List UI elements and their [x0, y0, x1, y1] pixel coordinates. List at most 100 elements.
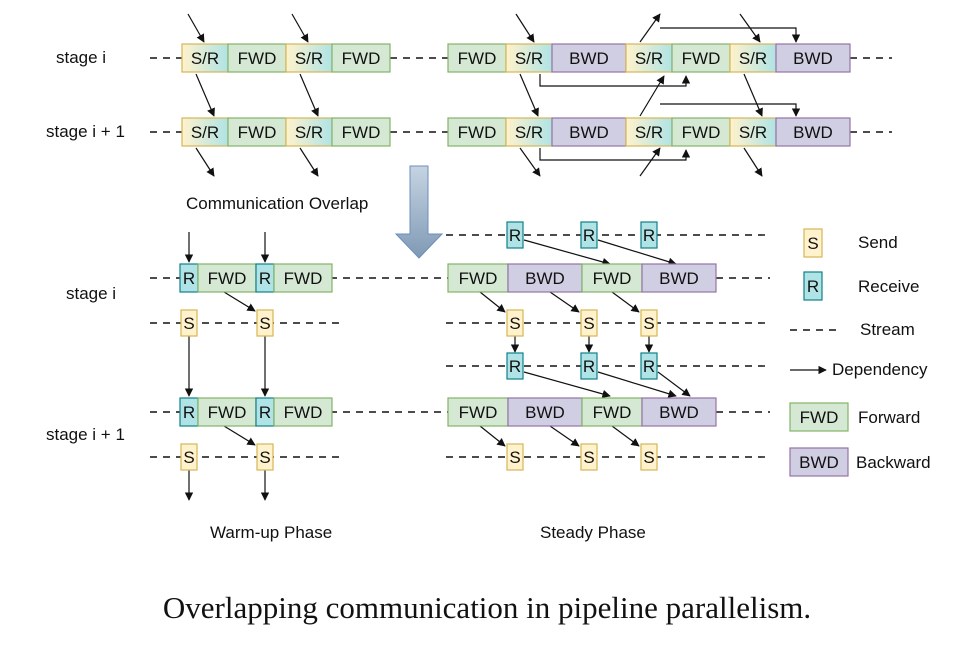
legend-send-label: Send — [858, 233, 898, 252]
dependency-arrow — [523, 371, 611, 399]
svg-text:FWD: FWD — [682, 49, 721, 68]
steady-phase-label: Steady Phase — [540, 523, 646, 542]
send-block: S — [580, 443, 598, 471]
sr-block: S/R — [285, 117, 333, 147]
fwd-block: FWD — [447, 43, 507, 73]
svg-text:BWD: BWD — [793, 123, 833, 142]
legend: S R FWD BWD — [789, 228, 849, 477]
bwd-block: BWD — [551, 117, 627, 147]
svg-text:R: R — [509, 226, 521, 245]
dependency-arrow — [597, 239, 677, 266]
dependency-arrow — [660, 103, 801, 117]
legend-dependency-label: Dependency — [832, 360, 928, 379]
svg-text:S: S — [583, 448, 594, 467]
send-block: S — [256, 443, 274, 471]
receive-block: R — [506, 352, 524, 380]
receive-block: R — [179, 397, 199, 427]
sr-block: S/R — [181, 43, 229, 73]
svg-text:S/R: S/R — [635, 49, 663, 68]
svg-text:S/R: S/R — [739, 49, 767, 68]
fwd-block: FWD — [197, 263, 257, 293]
sr-block: S/R — [285, 43, 333, 73]
dependency-arrow — [639, 147, 661, 177]
svg-text:BWD: BWD — [569, 123, 609, 142]
dependency-arrow — [611, 291, 640, 313]
fwd-block: FWD — [197, 397, 257, 427]
send-block: S — [506, 443, 524, 471]
dependency-arrow — [660, 27, 801, 43]
svg-text:BWD: BWD — [793, 49, 833, 68]
receive-block: R — [580, 221, 598, 249]
dependency-arrow — [523, 239, 611, 267]
dependency-arrow — [299, 73, 319, 117]
svg-text:FWD: FWD — [682, 123, 721, 142]
svg-text:BWD: BWD — [525, 403, 565, 422]
svg-text:FWD: FWD — [458, 123, 497, 142]
svg-text:R: R — [643, 226, 655, 245]
svg-text:R: R — [509, 357, 521, 376]
svg-text:S: S — [807, 234, 818, 253]
send-block: S — [256, 309, 274, 337]
svg-text:S: S — [259, 448, 270, 467]
bwd-block: BWD — [641, 397, 717, 427]
svg-text:FWD: FWD — [459, 403, 498, 422]
sr-block: S/R — [625, 43, 673, 73]
svg-text:S: S — [509, 314, 520, 333]
legend-forward-label: Forward — [858, 408, 920, 427]
svg-text:FWD: FWD — [459, 269, 498, 288]
warmup-phase-label: Warm-up Phase — [210, 523, 332, 542]
svg-text:R: R — [807, 277, 819, 296]
legend-receive-swatch: R — [803, 271, 823, 301]
svg-text:R: R — [183, 269, 195, 288]
stage-i1-label-top: stage i + 1 — [46, 122, 125, 141]
svg-text:S/R: S/R — [739, 123, 767, 142]
dependency-arrow — [223, 425, 256, 446]
svg-text:FWD: FWD — [458, 49, 497, 68]
send-block: S — [640, 443, 658, 471]
legend-send-swatch: S — [803, 228, 823, 258]
svg-text:R: R — [259, 269, 271, 288]
legend-receive-label: Receive — [858, 277, 919, 296]
fwd-block: FWD — [447, 263, 509, 293]
svg-text:BWD: BWD — [569, 49, 609, 68]
legend-stream-label: Stream — [860, 320, 915, 339]
svg-text:R: R — [583, 357, 595, 376]
transition-arrow-icon — [394, 165, 444, 259]
fwd-block: FWD — [227, 43, 287, 73]
receive-block: R — [179, 263, 199, 293]
bwd-block: BWD — [775, 43, 851, 73]
receive-block: R — [580, 352, 598, 380]
svg-text:FWD: FWD — [238, 123, 277, 142]
dependency-arrow — [539, 148, 691, 161]
sr-block: S/R — [181, 117, 229, 147]
dependency-arrow — [223, 291, 256, 312]
svg-text:S/R: S/R — [635, 123, 663, 142]
svg-text:FWD: FWD — [284, 403, 323, 422]
svg-text:FWD: FWD — [800, 408, 839, 427]
dependency-arrow — [187, 13, 205, 43]
fwd-block: FWD — [331, 117, 391, 147]
fwd-block: FWD — [331, 43, 391, 73]
send-block: S — [180, 443, 198, 471]
svg-text:S/R: S/R — [515, 123, 543, 142]
svg-text:S/R: S/R — [295, 49, 323, 68]
communication-overlap-label: Communication Overlap — [186, 194, 368, 213]
svg-text:FWD: FWD — [593, 403, 632, 422]
svg-text:FWD: FWD — [342, 123, 381, 142]
dependency-arrow — [639, 13, 661, 43]
svg-text:BWD: BWD — [659, 403, 699, 422]
svg-text:S/R: S/R — [191, 49, 219, 68]
legend-backward-swatch: BWD — [789, 447, 849, 477]
bwd-block: BWD — [507, 263, 583, 293]
receive-block: R — [255, 397, 275, 427]
fwd-block: FWD — [447, 117, 507, 147]
fwd-block: FWD — [581, 263, 643, 293]
dependency-arrow — [639, 75, 665, 117]
send-block: S — [506, 309, 524, 337]
stage-i-label-top: stage i — [56, 48, 106, 67]
svg-text:R: R — [259, 403, 271, 422]
dependency-arrow — [519, 147, 541, 177]
dependency-arrow — [195, 73, 215, 117]
